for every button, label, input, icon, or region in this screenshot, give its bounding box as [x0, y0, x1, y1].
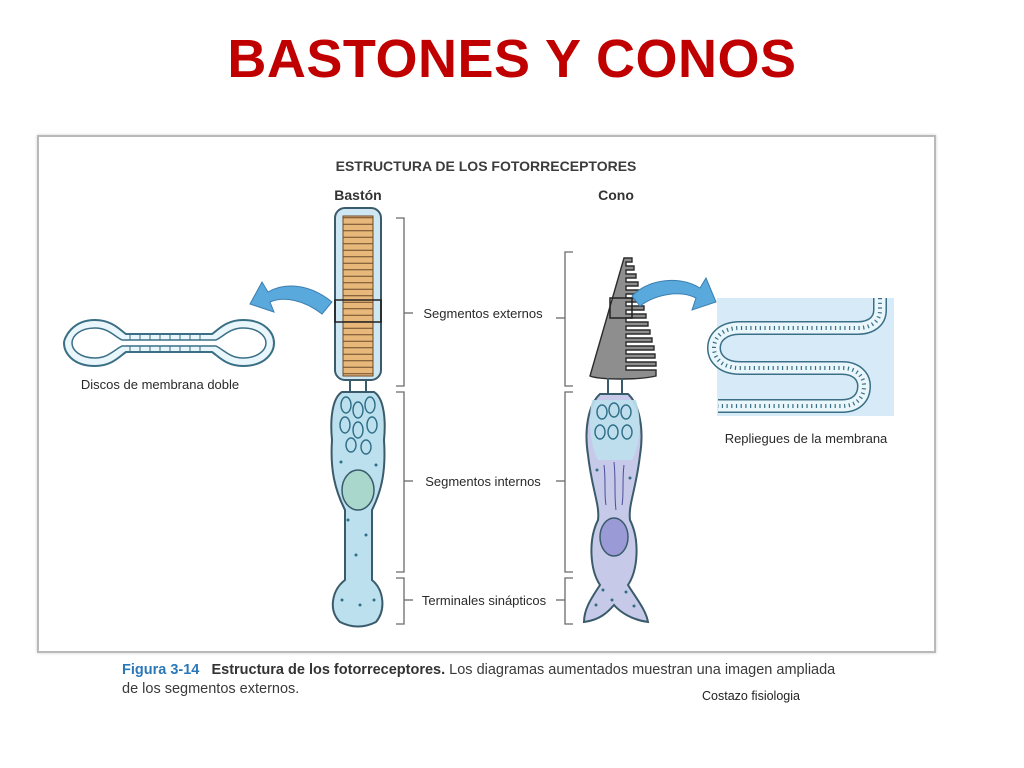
cone-fibers — [603, 461, 625, 511]
double-membrane-discs-label: Discos de membrana doble — [81, 377, 239, 392]
rod-brackets — [396, 217, 413, 625]
rod-label: Bastón — [334, 187, 381, 203]
figure-caption-text-1: Los diagramas aumentados muestran una im… — [449, 662, 836, 678]
disc-hatching — [129, 334, 201, 352]
figure-caption-text-2: de los segmentos externos. — [122, 681, 300, 697]
outer-segments-label: Segmentos externos — [423, 306, 543, 321]
figure-caption-title: Estructura de los fotorreceptores. — [211, 662, 446, 678]
cone-label: Cono — [598, 187, 634, 203]
rod-nucleus — [341, 469, 375, 511]
slide-title: BASTONES Y CONOS — [227, 29, 797, 89]
rod-cell — [330, 207, 386, 628]
left-enlargement-arrow — [249, 280, 333, 315]
membrane-folds-enlargement — [706, 298, 887, 413]
right-enlargement-arrow — [631, 276, 717, 311]
figure-caption: Figura 3-14 Estructura de los fotorrecep… — [122, 661, 882, 699]
inner-segments-label: Segmentos internos — [425, 474, 541, 489]
synaptic-terminals-label: Terminales sinápticos — [422, 593, 547, 608]
rod-disc-stack — [342, 215, 374, 377]
membrane-folds-label: Repliegues de la membrana — [725, 431, 888, 446]
rod-magnify-box — [334, 299, 382, 323]
cone-cilium — [607, 378, 623, 394]
figure-heading: ESTRUCTURA DE LOS FOTORRECEPTORES — [336, 158, 637, 174]
cone-ellipsoid — [590, 400, 640, 460]
rod-mitochondria — [339, 396, 378, 455]
cone-brackets — [556, 251, 573, 625]
cone-cell — [582, 257, 657, 624]
rod-cilium — [349, 380, 367, 392]
double-membrane-disc-enlargement — [62, 318, 276, 368]
cone-nucleus — [599, 517, 629, 557]
cone-magnify-box — [609, 297, 633, 319]
figure-number: Figura 3-14 — [122, 662, 200, 678]
image-credit: Costazo fisiologia — [702, 689, 800, 703]
rod-granules — [339, 460, 378, 607]
cone-mitochondria — [594, 402, 633, 440]
cone-granules — [594, 468, 636, 608]
